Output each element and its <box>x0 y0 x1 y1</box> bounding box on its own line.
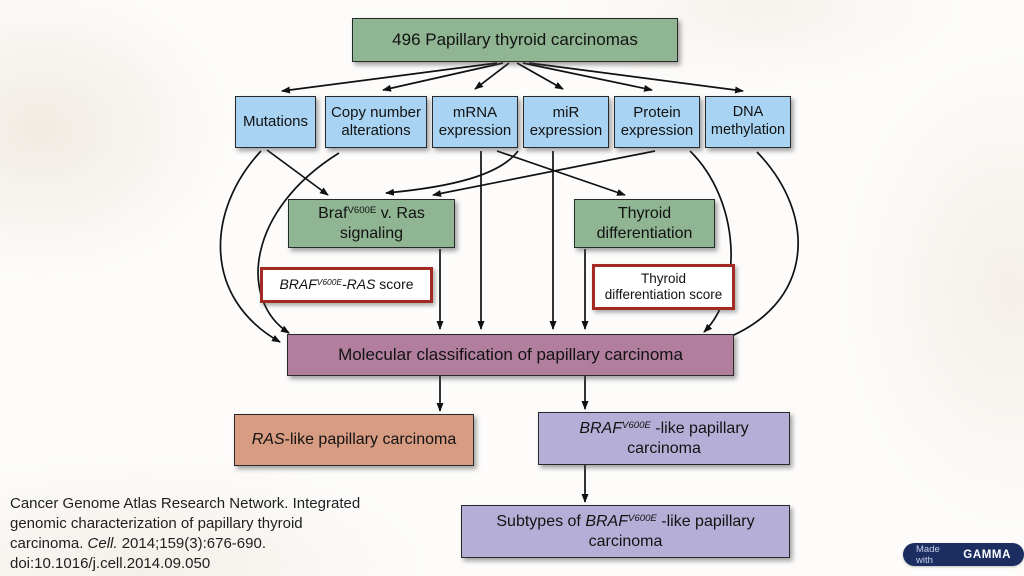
node-mir-expression: miR expression <box>523 96 609 148</box>
gene-text: -RAS <box>341 276 376 293</box>
arrow-protein-curve-to-classification <box>689 150 732 333</box>
node-mutations: Mutations <box>235 96 316 148</box>
label-text: score <box>375 276 414 293</box>
node-braf-ras-score: BRAFV600E-RAS score <box>260 267 433 303</box>
label-text: -like papillary carcinoma <box>627 419 749 457</box>
citation-text: carcinoma. <box>10 535 88 553</box>
citation-line: Cancer Genome Atlas Research Network. In… <box>10 495 361 512</box>
node-braf-vs-ras-signaling: BrafV600E v. Ras signaling <box>288 199 455 248</box>
node-label: Protein expression <box>620 103 694 139</box>
gene-text: BRAF <box>279 276 317 293</box>
node-dna-methylation: DNA methylation <box>705 96 791 148</box>
citation-line: carcinoma. Cell. 2014;159(3):676-690. <box>10 534 360 554</box>
label-text: -like papillary carcinoma <box>284 431 457 449</box>
variant-superscript: V600E <box>347 205 377 217</box>
node-label: BrafV600E v. Ras signaling <box>293 204 450 243</box>
arrow-root-to-mrna <box>474 62 510 90</box>
arrow-protein-to-braf-ras <box>432 150 656 197</box>
node-label: Copy number alterations <box>330 103 422 139</box>
citation: Cancer Genome Atlas Research Network. In… <box>10 494 360 574</box>
node-protein-expression: Protein expression <box>614 96 700 148</box>
arrow-mutations-to-braf-ras <box>266 149 329 196</box>
variant-superscript: V600E <box>622 420 651 432</box>
journal-name: Cell. <box>87 535 118 553</box>
arrow-dna-curve-to-classification <box>721 151 799 341</box>
label-text: -like papillary carcinoma <box>588 512 755 550</box>
arrow-root-to-mir <box>516 62 564 90</box>
label-text: v. Ras signaling <box>339 204 425 242</box>
node-molecular-classification: Molecular classification of papillary ca… <box>287 334 734 376</box>
node-label: miR expression <box>529 103 603 139</box>
gene-text: BRAF <box>579 419 623 437</box>
node-label: Thyroid differentiation score <box>604 270 723 302</box>
arrow-root-to-mutations <box>281 62 498 94</box>
arrow-mutations-curve-to-classification <box>219 150 281 343</box>
badge-prefix: Made with <box>916 543 940 566</box>
node-label: DNA methylation <box>710 104 786 138</box>
arrow-root-to-dna-methylation <box>528 62 744 94</box>
node-ras-like-carcinoma: RAS-like papillary carcinoma <box>234 414 474 466</box>
node-label: 496 Papillary thyroid carcinomas <box>392 29 638 49</box>
node-thyroid-differentiation: Thyroid differentiation <box>574 199 715 248</box>
arrow-copy-number-curve-to-classification <box>257 152 340 334</box>
node-mrna-expression: mRNA expression <box>432 96 518 148</box>
node-braf-like-subtypes: Subtypes of BRAFV600E -like papillary ca… <box>461 505 790 558</box>
citation-doi: doi:10.1016/j.cell.2014.09.050 <box>10 555 211 573</box>
gamma-logo: GAMMA <box>963 548 1011 561</box>
node-label: mRNA expression <box>438 103 512 139</box>
gene-text: Braf <box>318 204 348 222</box>
node-label: RAS-like papillary carcinoma <box>252 430 457 450</box>
arrow-root-to-protein <box>522 62 653 92</box>
citation-line: genomic characterization of papillary th… <box>10 515 303 533</box>
arrow-root-to-copy-number <box>382 62 504 92</box>
variant-superscript: V600E <box>628 513 657 525</box>
node-label: BRAFV600E-RAS score <box>279 276 413 293</box>
made-with-gamma-badge[interactable]: Made with GAMMA <box>903 543 1024 566</box>
node-label: Molecular classification of papillary ca… <box>338 344 683 364</box>
node-label: Thyroid differentiation <box>596 204 693 242</box>
node-label: Mutations <box>242 112 309 130</box>
node-label: BRAFV600E -like papillary carcinoma <box>543 419 785 458</box>
node-root-cohort: 496 Papillary thyroid carcinomas <box>352 18 678 62</box>
arrow-mrna-to-thyroid-diff <box>496 150 626 196</box>
gene-text: BRAF <box>585 512 628 530</box>
node-braf-like-carcinoma: BRAFV600E -like papillary carcinoma <box>538 412 790 465</box>
node-copy-number: Copy number alterations <box>325 96 427 148</box>
variant-superscript: V600E <box>316 277 342 288</box>
citation-text: 2014;159(3):676-690. <box>117 535 266 553</box>
gene-text: RAS <box>251 431 285 449</box>
label-text: Subtypes of <box>496 512 586 530</box>
node-thyroid-differentiation-score: Thyroid differentiation score <box>592 264 735 310</box>
arrow-mir-to-braf-ras <box>385 150 519 196</box>
node-label: Subtypes of BRAFV600E -like papillary ca… <box>466 512 785 551</box>
